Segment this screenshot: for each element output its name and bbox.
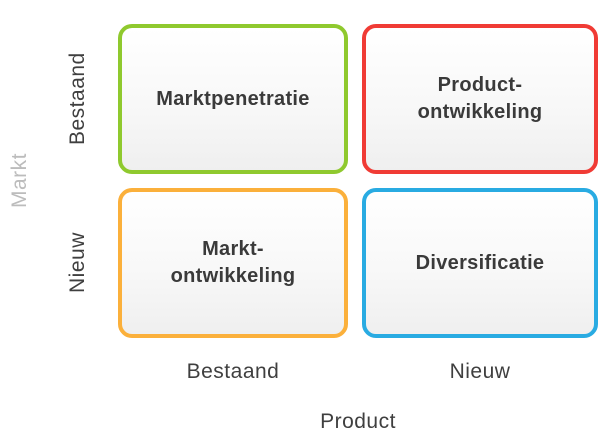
quadrant-marktpenetratie: Marktpenetratie — [118, 24, 348, 174]
y-axis-label-nieuw: Nieuw — [66, 232, 89, 294]
quadrant-marktpenetratie-label: Marktpenetratie — [156, 87, 310, 110]
x-axis-title: Product — [320, 410, 396, 433]
quadrant-diversificatie: Diversificatie — [362, 188, 598, 338]
x-axis-label-bestaand: Bestaand — [186, 360, 280, 383]
quadrant-marktontwikkeling-label: Markt- ontwikkeling — [170, 238, 296, 287]
x-axis-label-nieuw: Nieuw — [449, 360, 511, 383]
quadrant-productontwikkeling-label: Product- ontwikkeling — [417, 74, 543, 123]
quadrant-marktontwikkeling: Markt- ontwikkeling — [118, 188, 348, 338]
y-axis-title: Markt — [8, 153, 31, 209]
y-axis-label-bestaand: Bestaand — [66, 52, 89, 146]
quadrant-productontwikkeling: Product- ontwikkeling — [362, 24, 598, 174]
quadrant-diversificatie-label: Diversificatie — [415, 251, 545, 274]
